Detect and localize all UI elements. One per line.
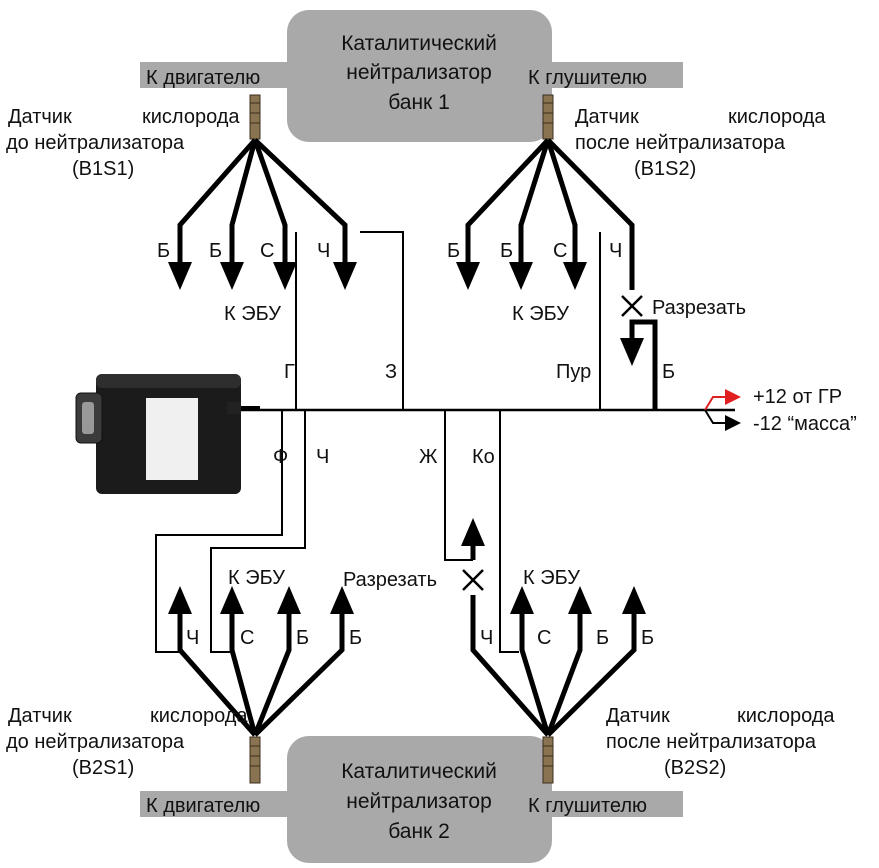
oxygen-sensor-b2s2 [542, 736, 554, 784]
catalyst-box-bottom [287, 736, 552, 863]
sensor-b2s1-label-b: кислорода [150, 705, 248, 727]
wire-fan-b2s1 [168, 586, 354, 737]
sensor-b2s1-label-a: Датчик [8, 705, 72, 727]
cut-wire-top-lower [629, 319, 658, 410]
wire-label-b2s1-4: Б [349, 627, 362, 649]
ecu-label-bottom-right: К ЭБУ [523, 567, 580, 589]
sensor-b2s1-label-3: (B2S1) [72, 757, 134, 779]
power-plus-wire [704, 389, 741, 411]
sensor-b1s2-label-b: кислорода [728, 106, 826, 128]
harness-wire-ko [499, 410, 519, 653]
catalyst-top-line1: Каталитический [341, 32, 497, 55]
catalyst-top-line3: банк 1 [388, 91, 450, 114]
sensor-b1s1-label-b: кислорода [142, 106, 240, 128]
wire-label-b2s2-3: Б [596, 627, 609, 649]
wire-label-b1s2-2: Б [500, 240, 513, 262]
power-minus-wire [704, 409, 741, 431]
harness-label-g: Г [284, 361, 295, 383]
harness-label-pur: Пур [556, 361, 591, 383]
cut-arrow-top [620, 338, 644, 366]
harness-wire-zh [444, 410, 473, 561]
sensor-b2s1-label-2: до нейтрализатора [6, 731, 185, 753]
emulator-device [75, 374, 260, 494]
wire-label-b2s1-2: С [240, 627, 254, 649]
power-plus-label: +12 от ГР [753, 386, 842, 408]
wire-fan-b2s2 [470, 586, 646, 737]
wire-label-b1s1-2: Б [209, 240, 222, 262]
harness-label-ko: Ко [472, 446, 495, 468]
cut-label-top: Разрезать [652, 297, 746, 319]
wire-label-b2s2-2: С [537, 627, 551, 649]
pipe-label-engine-top: К двигателю [146, 67, 260, 89]
power-minus-label: -12 “масса” [753, 413, 857, 435]
wire-label-b1s2-1: Б [447, 240, 460, 262]
harness-wire-f [155, 410, 283, 653]
sensor-b1s1-label-2: до нейтрализатора [6, 132, 185, 154]
sensor-b2s2-label-3: (B2S2) [664, 757, 726, 779]
harness-label-f: Ф [273, 446, 288, 468]
cut-arrow-bottom [461, 518, 485, 546]
wire-label-b1s2-4: Ч [609, 240, 622, 262]
wire-fan-b1s1 [168, 138, 357, 290]
harness-wire-z [360, 231, 404, 410]
sensor-b2s2-label-2: после нейтрализатора [606, 731, 817, 753]
harness-label-zh: Ж [419, 446, 438, 468]
sensor-b1s1-label-a: Датчик [8, 106, 72, 128]
ecu-label-top-right: К ЭБУ [512, 303, 569, 325]
wire-fan-b1s2 [456, 138, 635, 290]
wire-label-b1s1-1: Б [157, 240, 170, 262]
catalyst-top-line2: нейтрализатор [346, 61, 492, 84]
sensor-b2s2-label-a: Датчик [606, 705, 670, 727]
harness-label-b: Б [662, 361, 675, 383]
sensor-b1s1-label-3: (B1S1) [72, 158, 134, 180]
pipe-label-engine-bottom: К двигателю [146, 795, 260, 817]
cut-label-bottom: Разрезать [343, 569, 437, 591]
oxygen-sensor-b2s1 [249, 736, 261, 784]
ecu-label-top-left: К ЭБУ [224, 303, 281, 325]
wire-label-b2s2-1: Ч [480, 627, 493, 649]
wire-label-b1s1-3: С [260, 240, 274, 262]
ecu-label-bottom-left: К ЭБУ [228, 567, 285, 589]
wire-label-b2s2-4: Б [641, 627, 654, 649]
wire-label-b2s1-3: Б [296, 627, 309, 649]
catalyst-bottom-line3: банк 2 [388, 820, 450, 843]
sensor-b1s2-label-3: (B1S2) [634, 158, 696, 180]
cut-mark-bottom [462, 569, 484, 591]
cut-mark-top [621, 295, 643, 317]
harness-label-z: З [385, 361, 397, 383]
pipe-label-muffler-top: К глушителю [528, 67, 647, 89]
harness-label-ch: Ч [316, 446, 329, 468]
oxygen-sensor-b1s1 [249, 94, 261, 140]
catalyst-bottom-line1: Каталитический [341, 760, 497, 783]
wire-label-b1s1-4: Ч [317, 240, 330, 262]
wire-label-b1s2-3: С [553, 240, 567, 262]
sensor-b1s2-label-2: после нейтрализатора [575, 132, 786, 154]
wire-label-b2s1-1: Ч [186, 627, 199, 649]
harness-wire-ch [210, 410, 306, 653]
oxygen-sensor-b1s2 [542, 94, 554, 140]
catalyst-box-top [287, 10, 552, 142]
pipe-label-muffler-bottom: К глушителю [528, 795, 647, 817]
catalyst-bottom-line2: нейтрализатор [346, 790, 492, 813]
sensor-b2s2-label-b: кислорода [737, 705, 835, 727]
sensor-b1s2-label-a: Датчик [575, 106, 639, 128]
